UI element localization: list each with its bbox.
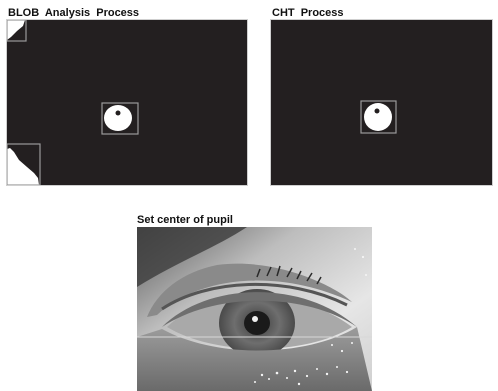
corner-blob-top [7, 20, 25, 40]
glint [252, 316, 258, 322]
blob-analysis-view [7, 20, 247, 185]
pupil-circle [364, 103, 392, 131]
eye-photo-panel[interactable] [137, 227, 372, 391]
photo-panel-title: Set center of pupil [137, 214, 233, 226]
glint-dot [375, 109, 380, 114]
pupil [244, 311, 270, 335]
corner-blob-bottom [7, 148, 39, 185]
eye-photo[interactable] [137, 227, 372, 391]
blob-panel-title: BLOB Analysis Process [8, 7, 139, 19]
cht-panel-title: CHT Process [272, 7, 344, 19]
cht-process-panel [270, 19, 493, 186]
cht-process-view [271, 20, 492, 185]
glint-dot [116, 111, 121, 116]
blob-analysis-panel [6, 19, 248, 186]
pupil-blob [104, 105, 132, 131]
